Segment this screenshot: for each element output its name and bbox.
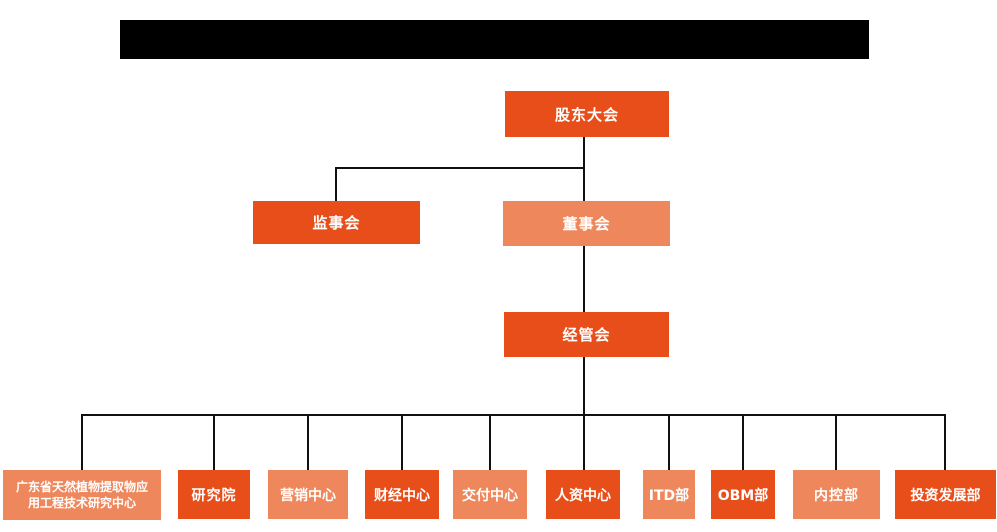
connector-to-supervisory <box>335 167 337 201</box>
org-node-shareholders-meeting: 股东大会 <box>505 91 669 137</box>
org-node-delivery-center: 交付中心 <box>453 470 527 519</box>
connector-drop-internal-control <box>835 414 837 470</box>
connector-drop-delivery <box>489 414 491 470</box>
connector-drop-finance <box>401 414 403 470</box>
org-node-management-committee: 经管会 <box>504 312 669 357</box>
connector-root-to-branch <box>583 137 585 201</box>
connector-drop-investment <box>944 414 946 470</box>
connector-drop-research-institute <box>213 414 215 470</box>
org-node-hr-center: 人资中心 <box>546 470 620 519</box>
org-node-label-line2: 用工程技术研究中心 <box>27 496 136 510</box>
org-node-finance-center: 财经中心 <box>365 470 439 519</box>
org-node-supervisory-board: 监事会 <box>253 201 420 244</box>
org-node-label-line1: 广东省天然植物提取物应 <box>15 479 148 494</box>
connector-drop-itd <box>668 414 670 470</box>
connector-board-to-management <box>583 246 585 312</box>
connector-drop-obm <box>742 414 744 470</box>
org-node-investment-development-department: 投资发展部 <box>895 470 996 519</box>
connector-drop-research-center <box>81 414 83 470</box>
org-node-research-institute: 研究院 <box>178 470 250 519</box>
connector-bus-horizontal <box>81 414 946 416</box>
connector-branch-horizontal <box>335 167 585 169</box>
org-node-internal-control-department: 内控部 <box>793 470 880 519</box>
org-node-gd-plant-extract-research-center: 广东省天然植物提取物应用工程技术研究中心 <box>3 470 161 520</box>
org-node-board-of-directors: 董事会 <box>503 201 670 246</box>
org-node-itd-department: ITD部 <box>643 470 695 519</box>
connector-management-to-bus <box>583 357 585 470</box>
org-node-obm-department: OBM部 <box>711 470 775 519</box>
connector-drop-marketing <box>307 414 309 470</box>
org-node-marketing-center: 营销中心 <box>268 470 348 519</box>
redacted-title-bar <box>120 20 869 59</box>
org-node-label: 广东省天然植物提取物应用工程技术研究中心 <box>16 479 148 511</box>
